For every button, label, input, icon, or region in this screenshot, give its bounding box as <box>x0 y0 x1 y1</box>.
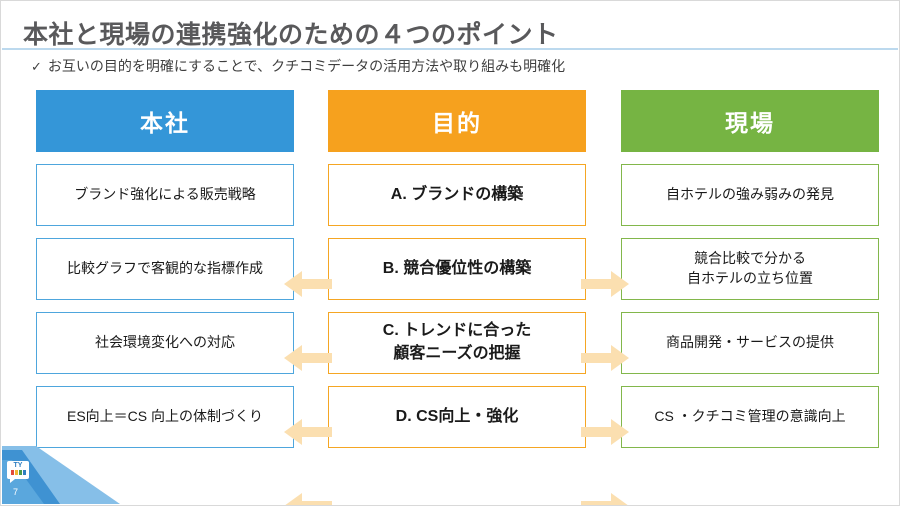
arrow-right-icon-2 <box>581 342 629 374</box>
cell-center-1: A. ブランドの構築 <box>328 164 586 226</box>
page-title: 本社と現場の連携強化のための４つのポイント <box>23 21 559 49</box>
arrow-left-icon-3 <box>284 416 332 448</box>
column-header-purpose: 目的 <box>328 90 586 152</box>
cell-center-3-line2: 顧客ニーズの把握 <box>393 345 521 362</box>
subtitle: ✓ お互いの目的を明確にすることで、クチコミデータの活用方法や取り組みも明確化 <box>31 56 565 76</box>
cell-left-3: 社会環境変化への対応 <box>36 312 294 374</box>
cell-center-3: C. トレンドに合った 顧客ニーズの把握 <box>328 312 586 374</box>
cell-center-4: D. CS向上・強化 <box>328 386 586 448</box>
arrow-right-icon-3 <box>581 416 629 448</box>
logo-text: TY <box>13 462 23 469</box>
subtitle-text: お互いの目的を明確にすることで、クチコミデータの活用方法や取り組みも明確化 <box>47 58 566 74</box>
cell-left-1: ブランド強化による販売戦略 <box>36 164 294 226</box>
check-icon: ✓ <box>31 59 42 74</box>
title-divider <box>2 48 898 50</box>
arrow-left-icon-4 <box>284 490 332 505</box>
column-header-field: 現場 <box>621 90 879 152</box>
cell-right-2-line2: 自ホテルの立ち位置 <box>687 270 813 286</box>
cell-center-3-line1: C. トレンドに合った <box>382 322 532 340</box>
cell-left-4: ES向上＝CS 向上の体制づくり <box>36 386 294 448</box>
arrow-right-icon-4 <box>581 490 629 505</box>
cell-right-1: 自ホテルの強み弱みの発見 <box>621 164 879 226</box>
page-number: 7 <box>13 487 19 497</box>
cell-right-3: 商品開発・サービスの提供 <box>621 312 879 374</box>
cell-right-2-line1: 競合比較で分かる <box>694 250 806 267</box>
cell-right-2: 競合比較で分かる 自ホテルの立ち位置 <box>621 238 879 300</box>
company-logo-icon: TY <box>7 461 29 483</box>
arrow-left-icon-1 <box>284 268 332 300</box>
logo-swatches-icon <box>10 470 26 475</box>
arrow-left-icon-2 <box>284 342 332 374</box>
cell-center-2: B. 競合優位性の構築 <box>328 238 586 300</box>
three-column-grid: 本社 ブランド強化による販売戦略 比較グラフで客観的な指標作成 社会環境変化への… <box>36 90 879 505</box>
arrow-right-icon-1 <box>581 268 629 300</box>
cell-left-2: 比較グラフで客観的な指標作成 <box>36 238 294 300</box>
column-header-head-office: 本社 <box>36 90 294 152</box>
cell-right-4: CS ・クチコミ管理の意識向上 <box>621 386 879 448</box>
